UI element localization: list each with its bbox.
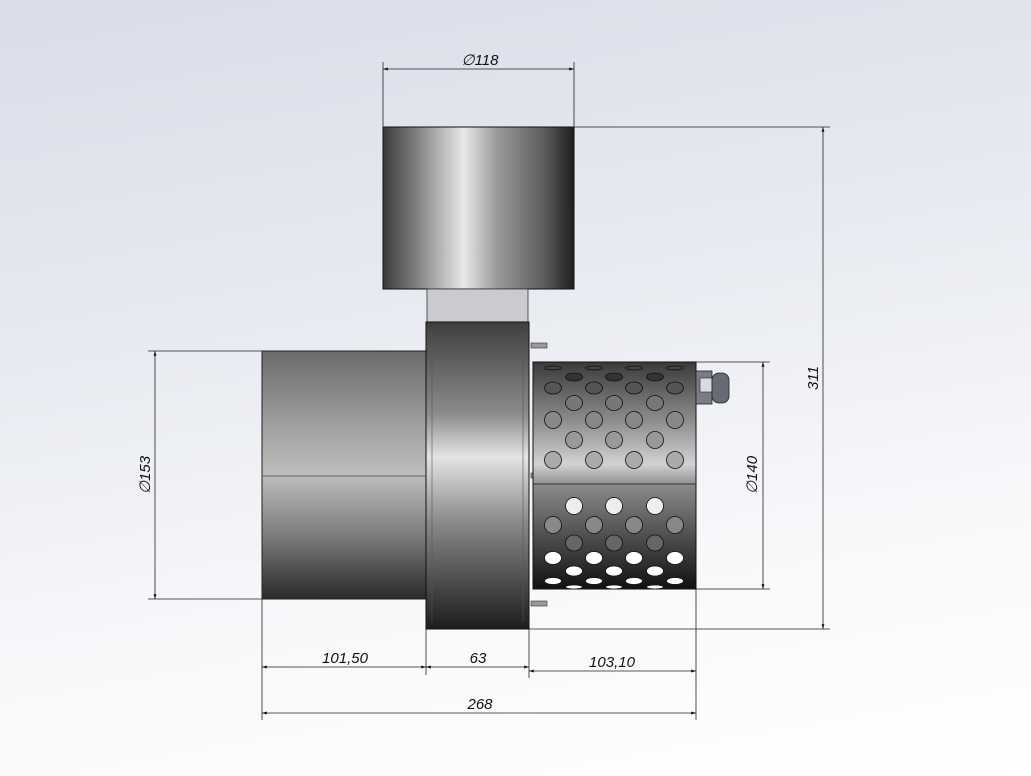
dim-left-diameter: ∅153 (137, 455, 154, 494)
perforation-hole (565, 395, 583, 411)
perforation-hole (646, 534, 664, 552)
perforation-hole (585, 365, 603, 371)
perforation-hole (666, 411, 684, 429)
perforation-hole (605, 565, 623, 577)
perforation-hole (565, 372, 583, 382)
dim-total-length: 268 (466, 696, 493, 713)
perforation-hole (585, 451, 603, 469)
housing-body (425, 321, 530, 630)
perforation-hole (565, 431, 583, 449)
perforation-hole (605, 534, 623, 552)
perforation-hole (605, 395, 623, 411)
perforation-hole (565, 534, 583, 552)
perforation-hole (544, 451, 562, 469)
perforation-hole (666, 381, 684, 395)
perforation-hole (646, 497, 664, 515)
neck (426, 288, 529, 323)
perforation-hole (625, 551, 643, 565)
perforation-hole (565, 584, 583, 590)
perforation-hole (625, 381, 643, 395)
perforation-hole (585, 411, 603, 429)
perforation-hole (585, 516, 603, 534)
perforation-hole (625, 451, 643, 469)
perforation-hole (544, 516, 562, 534)
perforation-hole (544, 551, 562, 565)
perforation-hole (585, 381, 603, 395)
perforation-hole (605, 372, 623, 382)
perforation-hole (666, 365, 684, 371)
perforation-hole (666, 577, 684, 585)
perforation-hole (605, 497, 623, 515)
perforation-hole (585, 551, 603, 565)
perforation-hole (625, 577, 643, 585)
perforation-hole (625, 365, 643, 371)
perforation-hole (666, 551, 684, 565)
dim-middle-length: 63 (470, 650, 487, 667)
perforation-holes (544, 365, 684, 590)
perforation-hole (625, 516, 643, 534)
perforation-hole (666, 516, 684, 534)
perforation-hole (646, 431, 664, 449)
dim-top-diameter: ∅118 (462, 52, 500, 69)
dim-left-length: 101,50 (322, 650, 369, 667)
dimension-lines (148, 62, 830, 720)
perforation-hole (585, 577, 603, 585)
perforation-hole (625, 411, 643, 429)
dim-total-height: 311 (805, 366, 822, 390)
perforation-hole (544, 411, 562, 429)
perforation-hole (666, 451, 684, 469)
perforation-hole (646, 565, 664, 577)
perforation-hole (544, 381, 562, 395)
perforation-hole (544, 577, 562, 585)
perforation-hole (646, 584, 664, 590)
perforation-hole (605, 584, 623, 590)
perforation-hole (544, 365, 562, 371)
perforation-hole (605, 431, 623, 449)
dim-right-diameter: ∅140 (744, 455, 761, 494)
perforation-hole (565, 565, 583, 577)
top-cylinder (382, 126, 575, 290)
perforation-hole (646, 372, 664, 382)
left-cylinder (261, 350, 429, 600)
perforation-hole (565, 497, 583, 515)
perforation-hole (646, 395, 664, 411)
cable-gland-icon (695, 370, 730, 405)
dim-right-length: 103,10 (589, 654, 636, 671)
